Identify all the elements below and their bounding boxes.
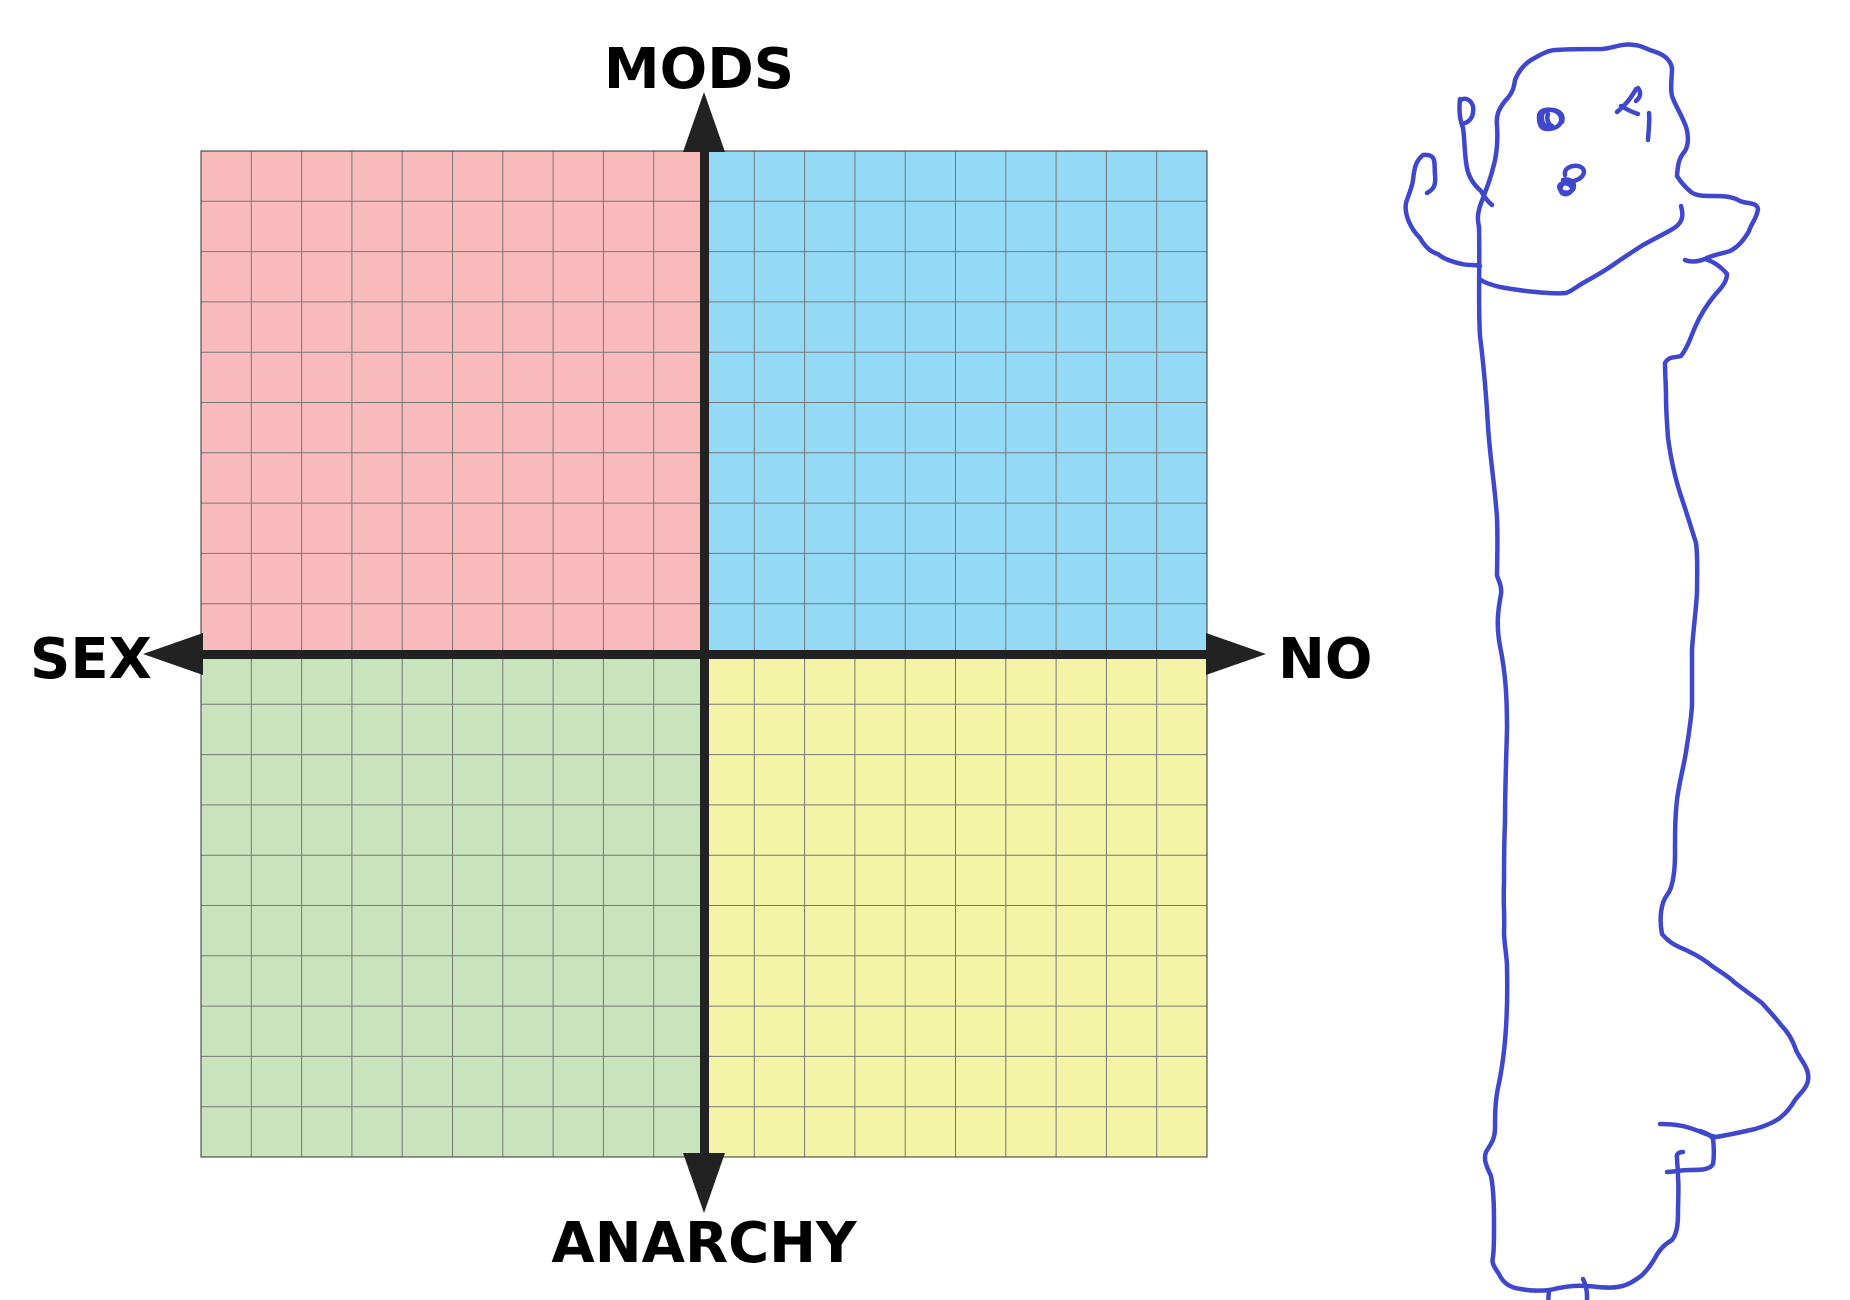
body-left-side-sketch — [1476, 224, 1553, 1293]
long-cat-doodle — [1403, 42, 1811, 1300]
nose-sketch — [1557, 163, 1587, 197]
lower-paw-sketch — [1664, 1128, 1716, 1175]
arrow-down — [683, 1153, 725, 1213]
top-axis-label: MODS — [604, 37, 794, 102]
right-eye-sketch — [1614, 85, 1652, 143]
head-outline-sketch — [1475, 42, 1691, 230]
arrow-right — [1206, 633, 1266, 675]
horizontal-axis — [182, 650, 1226, 659]
arrow-left — [143, 633, 203, 675]
axes — [143, 92, 1266, 1213]
compass-chart: MODS ANARCHY SEX NO — [30, 37, 1372, 1276]
arrow-up — [683, 92, 725, 152]
left-paw-sketch — [1403, 152, 1483, 269]
right-ear-sketch — [1674, 173, 1761, 264]
chin-sketch — [1478, 203, 1685, 296]
left-ear-tip-sketch — [1457, 96, 1476, 127]
bottom-axis-label: ANARCHY — [551, 1211, 858, 1276]
back-paw-base-sketch — [1547, 1149, 1686, 1293]
back-paw-sketch — [1546, 1276, 1590, 1300]
right-axis-label: NO — [1278, 627, 1372, 692]
left-eye-sketch — [1536, 107, 1565, 132]
body-right-side-sketch — [1657, 256, 1811, 1140]
left-axis-label: SEX — [30, 627, 152, 692]
